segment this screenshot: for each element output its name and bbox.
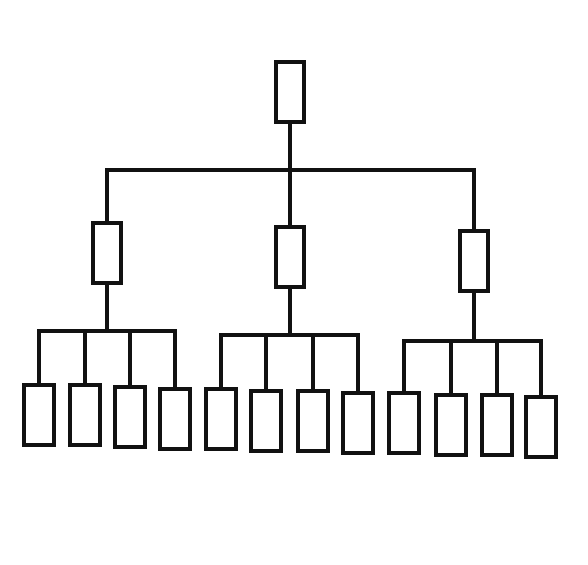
tree-node-box-a <box>91 221 123 285</box>
tree-node-box-c3 <box>480 393 514 457</box>
tree-node-box-root <box>274 60 306 124</box>
tree-node-box-b2 <box>249 389 283 453</box>
tree-nodes <box>22 60 558 459</box>
tree-node-box-c1 <box>387 391 421 455</box>
connector-lines <box>37 120 543 399</box>
tree-node-box-a2 <box>68 383 102 447</box>
tree-node-box-c2 <box>434 393 468 457</box>
tree-node-box-c <box>458 229 490 293</box>
tree-node-box-c4 <box>524 395 558 459</box>
tree-node-box-a3 <box>113 385 147 449</box>
tree-node-box-b4 <box>341 391 375 455</box>
tree-node-box-a1 <box>22 383 56 447</box>
tree-node-box-a4 <box>158 387 192 451</box>
tree-node-box-b3 <box>296 389 330 453</box>
tree-node-box-b1 <box>204 387 238 451</box>
tree-node-box-b <box>274 225 306 289</box>
